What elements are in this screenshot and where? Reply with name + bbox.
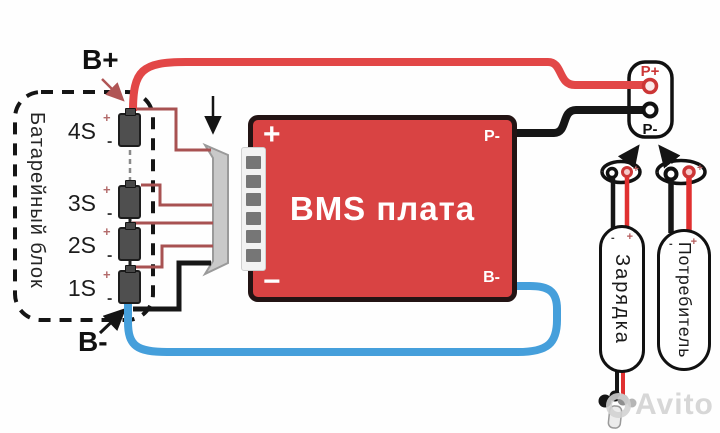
- watermark-text: Avito: [635, 388, 714, 421]
- bms-pminus-label: P-: [484, 128, 500, 145]
- cell-label-1s: 1S: [67, 275, 96, 301]
- cell-4s-terminal: [125, 108, 136, 116]
- output-pminus-terminal: [641, 101, 659, 119]
- cell-4s-plus-sign: +: [103, 110, 111, 125]
- output-pminus-label: P-: [642, 121, 658, 138]
- charger-to-output-arrow-icon: [617, 144, 640, 169]
- charger-minus-terminal: [605, 166, 619, 180]
- bms-title: BMS плата: [289, 189, 476, 227]
- socket-pin: [246, 211, 261, 225]
- b-plus-arrow-icon: [101, 78, 125, 102]
- load-plug-plus-mark: +: [697, 163, 703, 174]
- output-connector-body: [627, 60, 674, 139]
- bms-board: BMS плата + P- B- −: [248, 115, 517, 302]
- socket-pin: [246, 230, 261, 244]
- bms-minus-label: −: [263, 265, 281, 298]
- charger-plug-plus-mark: +: [633, 164, 639, 175]
- b-minus-label: B-: [78, 326, 108, 357]
- load-plug-minus-mark: -: [656, 167, 660, 178]
- charger-label: Зарядка: [611, 253, 633, 345]
- balance-wire-ground: [133, 260, 211, 312]
- charger-plug-minus-mark: -: [601, 166, 605, 177]
- cell-label-3s: 3S: [67, 190, 96, 216]
- cell-3s-plus-sign: +: [103, 182, 111, 197]
- cell-2s-terminal: [125, 222, 136, 230]
- cell-3s-minus-sign: -: [107, 205, 113, 222]
- socket-pin: [246, 248, 261, 262]
- charger-plus-mark: +: [626, 231, 633, 243]
- load-label: Потребитель: [674, 241, 695, 359]
- socket-pin: [246, 193, 261, 207]
- bms-balance-socket: [241, 147, 266, 271]
- load-plus-terminal: [682, 165, 696, 179]
- wire-b-plus-to-p-plus: [129, 58, 646, 112]
- cell-2s-minus-sign: -: [107, 247, 113, 264]
- balance-connector: [202, 142, 229, 277]
- battery-block-border: [13, 90, 155, 322]
- balance-wire-1s: [132, 244, 213, 269]
- watermark: Avito: [606, 388, 714, 422]
- b-minus-arrow-icon: [98, 307, 127, 335]
- balance-wire-4s: [137, 107, 211, 152]
- socket-pin: [246, 156, 261, 170]
- cell-4s: [118, 108, 141, 147]
- cell-label-4s: 4S: [67, 118, 96, 144]
- socket-pin: [246, 174, 261, 188]
- cell-3s: [118, 180, 141, 219]
- charger-device: - + Зарядка: [599, 225, 645, 373]
- cell-2s: [118, 222, 141, 261]
- cell-1s-terminal: [125, 265, 136, 273]
- bms-plus-label: +: [263, 118, 281, 151]
- output-pplus-terminal: [641, 77, 659, 95]
- load-minus-terminal: [663, 166, 679, 182]
- wire-bms-pminus-to-output: [516, 106, 646, 137]
- watermark-logo-icon: [606, 392, 631, 418]
- b-plus-label: B+: [82, 44, 119, 75]
- load-minus-mark: -: [669, 238, 673, 250]
- cell-1s-plus-sign: +: [103, 267, 111, 282]
- cell-1s-minus-sign: -: [107, 290, 113, 307]
- load-device: - + Потребитель: [657, 229, 711, 371]
- load-plus-mark: +: [690, 236, 697, 248]
- charger-plus-terminal: [621, 166, 633, 178]
- cell-4s-minus-sign: -: [107, 133, 113, 150]
- cell-3s-terminal: [125, 180, 136, 188]
- battery-block-label: Батарейный блок: [26, 112, 48, 289]
- load-to-output-arrow-icon: [658, 144, 681, 169]
- balance-wire-3s: [141, 183, 212, 207]
- charger-minus-mark: -: [611, 232, 615, 244]
- cell-label-2s: 2S: [67, 232, 96, 258]
- output-pplus-label: P+: [640, 63, 660, 80]
- cell-2s-plus-sign: +: [103, 224, 111, 239]
- wire-1s-minus-to-bms-bminus: [124, 282, 561, 356]
- bms-bminus-label: B-: [483, 269, 500, 286]
- cell-1s: [118, 265, 141, 304]
